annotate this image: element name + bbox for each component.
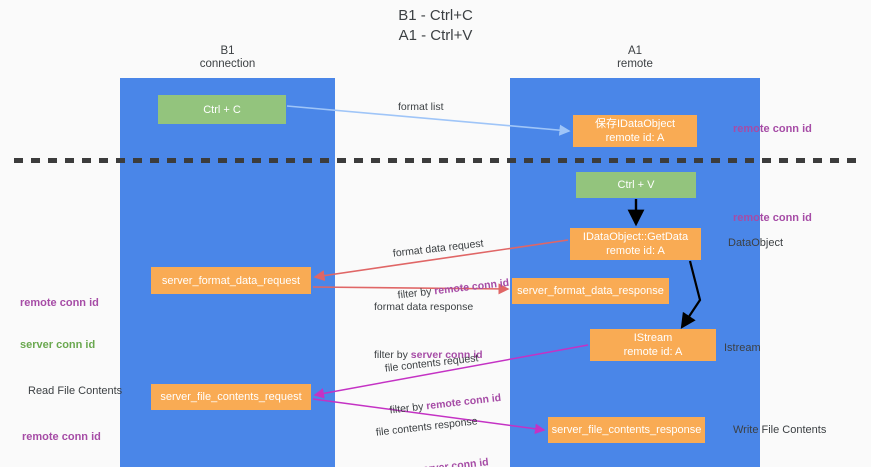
label-remote-conn-id: remote conn id — [22, 431, 101, 443]
label-write-file-contents: Write File Contents — [733, 424, 827, 436]
edge-label-format-list: format list — [398, 101, 444, 113]
label-left-conn-ids-bottom: remote conn id server conn id — [22, 402, 101, 467]
box-ctrl-v[interactable]: Ctrl + V — [576, 172, 696, 198]
label-remote-conn-id-top: remote conn id — [733, 123, 812, 135]
label-left-conn-ids-mid: remote conn id server conn id — [20, 268, 99, 380]
edge-label-line1: file contents request — [384, 352, 480, 375]
box-istream[interactable]: IStream remote id: A — [590, 329, 716, 361]
edge-label-line1: file contents response — [375, 415, 479, 439]
page-title: B1 - Ctrl+C A1 - Ctrl+V — [398, 7, 473, 44]
column-header-a1: A1 remote — [617, 45, 653, 70]
box-server-format-data-response[interactable]: server_format_data_response — [512, 278, 669, 304]
box-server-file-contents-request[interactable]: server_file_contents_request — [151, 384, 311, 410]
box-server-format-data-request[interactable]: server_format_data_request — [151, 267, 311, 294]
label-dataobject: DataObject — [728, 237, 784, 249]
label-read-file-contents: Read File Contents — [28, 385, 123, 397]
column-header-b1: B1 connection — [199, 45, 256, 70]
label-istream: Istream — [724, 342, 761, 354]
label-remote-conn-id-mid: remote conn id — [733, 212, 812, 224]
box-ctrl-c[interactable]: Ctrl + C — [158, 95, 286, 124]
edge-label-line2: filter by server conn id — [380, 455, 489, 467]
box-save-idataobject[interactable]: 保存IDataObject remote id: A — [573, 115, 697, 147]
edge-label-line1: format data request — [392, 237, 485, 260]
filter-prefix: filter by — [374, 349, 411, 361]
filter-key-server-conn-id: server conn id — [416, 456, 490, 467]
label-remote-conn-id: remote conn id — [20, 297, 99, 309]
box-server-file-contents-response[interactable]: server_file_contents_response — [548, 417, 705, 443]
edge-label-line1: format data response — [374, 301, 474, 313]
edge-label-file-contents-response: file contents response filter by server … — [372, 386, 493, 467]
box-idataobject-getdata[interactable]: IDataObject::GetData remote id: A — [570, 228, 701, 260]
section-divider — [14, 158, 859, 163]
filter-key-server-conn-id: server conn id — [410, 349, 483, 361]
edge-label-format-data-response: format data response filter by server co… — [374, 272, 483, 390]
edge-label-line2: filter by server conn id — [374, 348, 483, 362]
label-server-conn-id: server conn id — [20, 339, 96, 351]
